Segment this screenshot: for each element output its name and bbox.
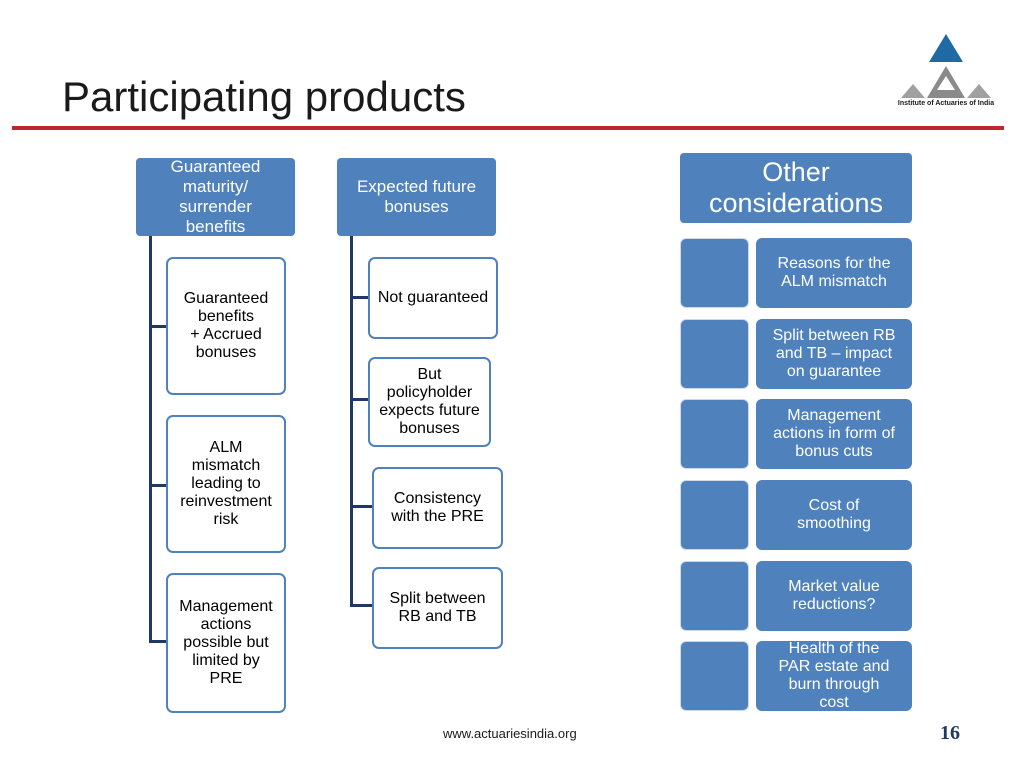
column1-connector-1 [149,325,167,328]
column2-item-not-guaranteed: Not guaranteed [368,257,498,339]
column2-item-consistency-pre: Consistency with the PRE [372,467,503,549]
column3-item-split-impact: Split between RB and TB – impact on guar… [756,319,912,389]
column3-item-market-value: Market value reductions? [756,561,912,631]
column1-header-label: Guaranteed maturity/ surrender benefits [170,158,261,236]
column3-marker-2 [680,319,749,389]
column2-connector-vertical [350,236,353,606]
column1-connector-vertical [149,236,152,642]
column3-marker-6 [680,641,749,711]
column3-item-par-estate: Health of the PAR estate and burn throug… [756,641,912,711]
column3-marker-4 [680,480,749,550]
column3-header: Other considerations [680,153,912,223]
column1-item-management-actions: Management actions possible but limited … [166,573,286,713]
page-number: 16 [940,722,960,744]
column2-item-split-rb-tb: Split between RB and TB [372,567,503,649]
column1-connector-3 [149,640,167,643]
column3-marker-5 [680,561,749,631]
column2-connector-1 [350,296,369,299]
column2-connector-3 [350,505,373,508]
column2-item-policyholder-expects: But policyholder expects future bonuses [368,357,491,447]
column3-item-reasons-alm: Reasons for the ALM mismatch [756,238,912,308]
column1-item-alm-mismatch: ALM mismatch leading to reinvestment ris… [166,415,286,553]
column2-connector-2 [350,398,369,401]
column2-header-label: Expected future bonuses [356,177,477,216]
column2-header: Expected future bonuses [337,158,496,236]
column1-connector-2 [149,484,167,487]
slide-title: Participating products [62,73,466,120]
institute-logo-icon [901,34,991,98]
column3-marker-3 [680,399,749,469]
column3-item-bonus-cuts: Management actions in form of bonus cuts [756,399,912,469]
column3-marker-1 [680,238,749,308]
column2-connector-4 [350,604,373,607]
footer-url: www.actuariesindia.org [443,726,577,741]
column1-item-guaranteed-benefits: Guaranteed benefits + Accrued bonuses [166,257,286,395]
title-divider [12,126,1004,130]
logo-text: Institute of Actuaries of India [897,100,995,107]
column3-item-cost-smoothing: Cost of smoothing [756,480,912,550]
column1-header: Guaranteed maturity/ surrender benefits [136,158,295,236]
column3-header-label: Other considerations [708,157,884,218]
